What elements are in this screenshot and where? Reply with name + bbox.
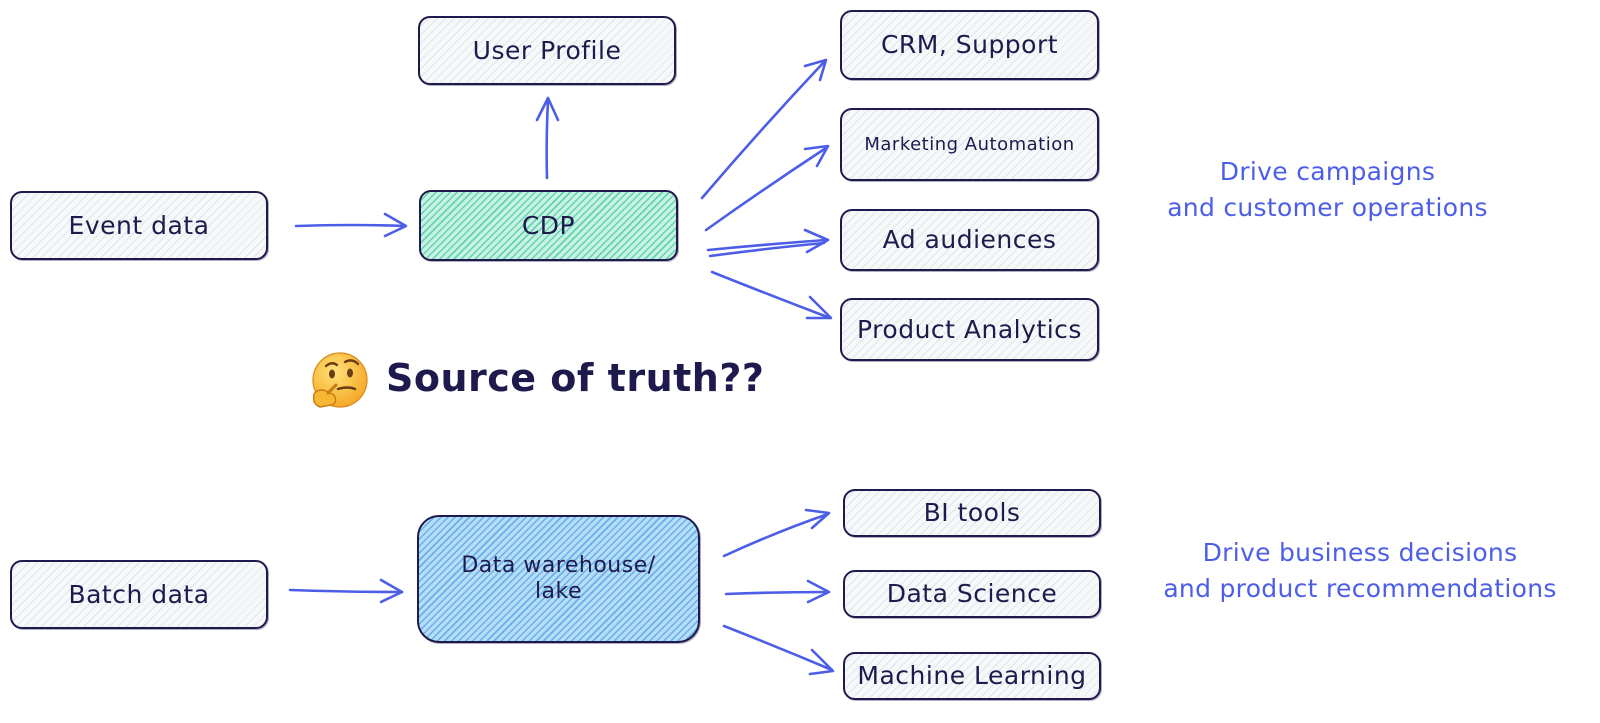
- crm-support-node: CRM, Support: [840, 10, 1099, 80]
- event-data-label: Event data: [68, 210, 210, 240]
- arrow-cdp-to-marketing: [704, 144, 830, 232]
- bi-tools-label: BI tools: [923, 498, 1021, 527]
- campaigns-note: Drive campaigns and customer operations: [1135, 154, 1520, 226]
- arrow-cdp-to-profile: [535, 96, 560, 180]
- source-of-truth-question: Source of truth??: [312, 350, 764, 406]
- marketing-automation-label: Marketing Automation: [864, 133, 1075, 155]
- machine-learning-node: Machine Learning: [843, 652, 1101, 700]
- decisions-note: Drive business decisions and product rec…: [1140, 535, 1580, 607]
- batch-data-label: Batch data: [68, 579, 210, 609]
- machine-learning-label: Machine Learning: [857, 661, 1087, 690]
- arrow-warehouse-to-ml: [722, 624, 835, 676]
- data-science-label: Data Science: [886, 579, 1058, 608]
- decisions-note-line-1: Drive business decisions: [1202, 538, 1518, 567]
- emoji-spacer: [312, 350, 372, 406]
- data-warehouse-label: Data warehouse/ lake: [461, 552, 656, 604]
- arrow-event-to-cdp: [294, 212, 408, 238]
- arrow-warehouse-to-bi: [722, 508, 831, 558]
- event-data-node: Event data: [10, 191, 268, 260]
- arrow-cdp-to-analytics: [710, 270, 833, 320]
- arrow-warehouse-to-ds: [724, 579, 831, 604]
- batch-data-node: Batch data: [10, 560, 268, 629]
- campaigns-note-line-2: and customer operations: [1167, 193, 1488, 222]
- arrow-batch-to-warehouse: [288, 578, 404, 604]
- campaigns-note-line-1: Drive campaigns: [1219, 157, 1436, 186]
- cdp-label: CDP: [521, 210, 576, 240]
- cdp-node: CDP: [419, 190, 678, 261]
- product-analytics-label: Product Analytics: [857, 314, 1082, 344]
- crm-support-label: CRM, Support: [880, 30, 1059, 59]
- ad-audiences-node: Ad audiences: [840, 209, 1099, 271]
- arrow-cdp-to-crm: [700, 58, 828, 200]
- ad-audiences-label: Ad audiences: [882, 225, 1057, 254]
- source-of-truth-text: Source of truth??: [386, 356, 765, 400]
- arrow-cdp-to-ads: [706, 228, 830, 258]
- user-profile-label: User Profile: [472, 35, 622, 65]
- user-profile-node: User Profile: [418, 16, 676, 85]
- data-science-node: Data Science: [843, 570, 1101, 618]
- product-analytics-node: Product Analytics: [840, 298, 1099, 361]
- data-warehouse-node: Data warehouse/ lake: [417, 515, 700, 643]
- decisions-note-line-2: and product recommendations: [1163, 574, 1557, 603]
- marketing-automation-node: Marketing Automation: [840, 108, 1099, 181]
- thinking-face-icon: [312, 352, 368, 408]
- bi-tools-node: BI tools: [843, 489, 1101, 537]
